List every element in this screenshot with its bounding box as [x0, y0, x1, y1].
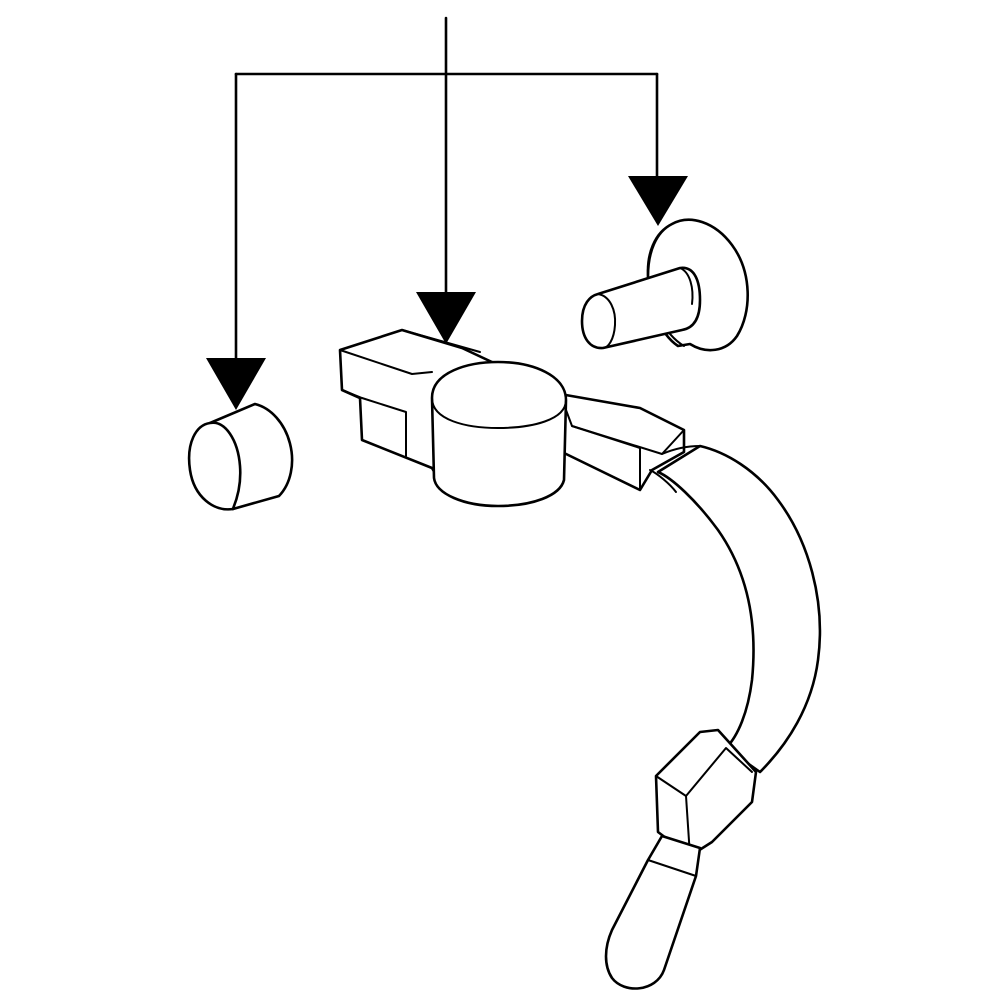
battery-terminal-cable: [338, 328, 822, 990]
callout-arrowheads: [206, 176, 688, 410]
arrowhead-center-icon: [416, 292, 476, 344]
right-bolt: [580, 218, 749, 352]
bolt-shank: [580, 266, 702, 350]
left-cap: [187, 402, 294, 511]
cable: [656, 444, 822, 774]
connector-plug: [604, 834, 702, 990]
arrowhead-left-icon: [206, 358, 266, 410]
left-cap-face: [187, 421, 242, 511]
arrowhead-right-icon: [628, 176, 688, 226]
callout-leaders: [234, 16, 659, 362]
terminal-cylinder: [430, 360, 568, 508]
